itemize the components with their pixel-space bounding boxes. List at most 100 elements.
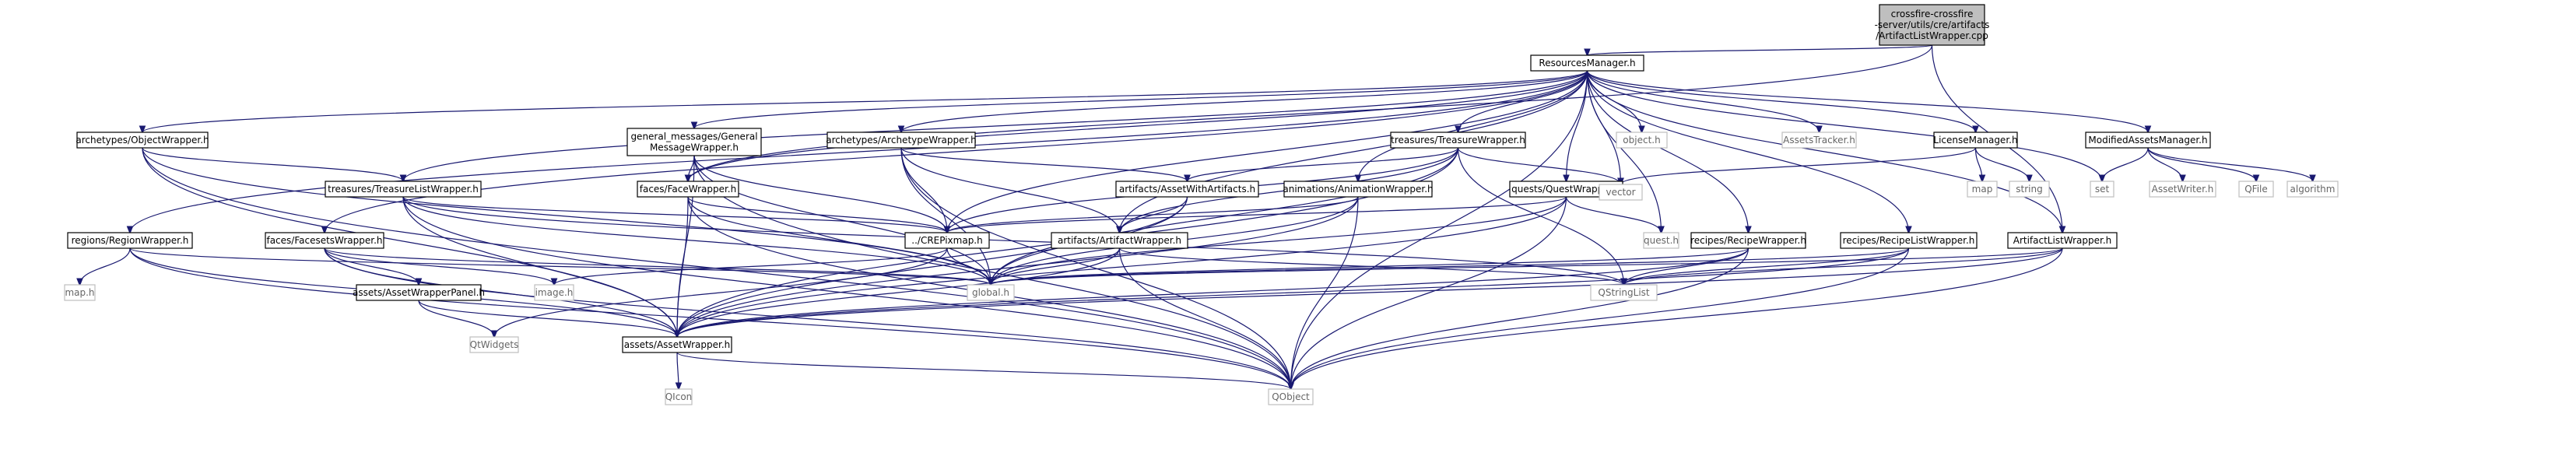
node-arw[interactable]: archetypes/ArchetypeWrapper.h [826,132,977,149]
node-tlw[interactable]: treasures/TreasureListWrapper.h [325,181,482,198]
edge-fw-to-cre [687,196,947,233]
edge-rm-to-lm [1586,70,1976,132]
node-label: QIcon [665,391,693,402]
edge-rcw-to-qsl [1624,247,1750,285]
node-label: AssetWriter.h [2152,184,2214,195]
edge-awr-to-qicon [677,352,679,389]
node-rlw[interactable]: recipes/RecipeListWrapper.h [1840,232,1978,249]
node-box [1530,54,1644,72]
edge-rlw-to-glob [991,247,1910,285]
node-afw[interactable]: artifacts/ArtifactWrapper.h [1051,232,1188,249]
node-label: artifacts/AssetWithArtifacts.h [1119,184,1255,195]
node-box [67,232,193,249]
edge-afw-to-awr [677,247,1121,337]
node-box [64,284,96,301]
node-box [325,181,482,198]
edge-trw-to-awa [1188,147,1459,181]
edge-tlw-to-qsl [402,196,1624,285]
node-objw[interactable]: archetypes/ObjectWrapper.h [75,132,209,149]
node-awp[interactable]: assets/AssetWrapperPanel.h [353,284,485,301]
node-box [1967,181,1998,198]
node-box [1781,132,1857,149]
node-rgw[interactable]: regions/RegionWrapper.h [67,232,193,249]
edge-arw-to-cre [900,147,947,233]
edge-alw-to-glob [991,247,2063,285]
node-objh: object.h [1616,132,1668,149]
node-box [904,232,990,249]
edge-rm-to-set [1586,70,2103,181]
node-label: QStringList [1598,287,1650,298]
node-anw[interactable]: animations/AnimationWrapper.h [1283,181,1434,198]
node-label: faces/FacesetsWrapper.h [266,235,382,246]
node-box [967,284,1015,301]
edge-rm-to-qobj [1291,70,1588,389]
node-label: -server/utils/cre/artifacts [1875,19,1990,30]
node-vec: vector [1599,184,1643,201]
edge-rm-to-mam [1586,70,2149,132]
node-box [76,132,209,149]
node-box [1643,232,1679,249]
node-label: recipes/RecipeListWrapper.h [1843,235,1975,246]
node-aw: AssetWriter.h [2149,181,2216,198]
node-box [1115,181,1259,198]
edge-rlw-to-qsl [1624,247,1910,285]
edges-layer [80,44,2313,389]
node-label: assets/AssetWrapper.h [624,339,731,350]
node-mam[interactable]: ModifiedAssetsManager.h [2085,132,2211,149]
node-box [534,284,574,301]
node-box [1390,132,1526,149]
edge-rlw-to-awr [677,247,1910,337]
node-awa[interactable]: artifacts/AssetWithArtifacts.h [1115,181,1259,198]
node-cre[interactable]: ../CREPixmap.h [904,232,990,249]
node-label: ModifiedAssetsManager.h [2088,135,2207,146]
node-label: archetypes/ObjectWrapper.h [75,135,209,146]
edge-lm-to-map [1974,147,1983,181]
node-box [469,336,519,353]
node-box [826,132,976,149]
edge-fsw-to-awp [324,247,419,285]
node-box [1690,232,1806,249]
edge-lm-to-vec [1621,147,1977,184]
node-label: /ArtifactListWrapper.cpp [1876,30,1988,41]
edge-awp-to-qtw [418,300,494,337]
edge-arw-to-afw [900,147,1120,233]
node-box [1268,388,1314,405]
edge-gmw-to-qobj [693,155,1291,389]
edge-alw-to-qsl [1624,247,2063,285]
node-label: ArtifactListWrapper.h [2013,235,2112,246]
edge-rm-to-fw [688,70,1588,181]
node-box [665,388,693,405]
node-label: QtWidgets [470,339,519,350]
node-label: string [2016,184,2042,195]
node-qw[interactable]: quests/QuestWrapper.h [1509,181,1623,198]
node-trw[interactable]: treasures/TreasureWrapper.h [1390,132,1526,149]
edge-qw-to-quest [1565,196,1662,233]
node-label: global.h [972,287,1009,298]
edge-rm-to-rcw [1586,70,1749,233]
node-box [2090,181,2114,198]
node-label: quests/QuestWrapper.h [1511,184,1621,195]
edge-rm-to-fsw [325,70,1588,233]
node-fw[interactable]: faces/FaceWrapper.h [637,181,739,198]
node-label: map [1972,184,1993,195]
node-label: QObject [1272,391,1310,402]
edge-rm-to-anw [1358,70,1588,181]
node-alw[interactable]: ArtifactListWrapper.h [2007,232,2118,249]
node-label: recipes/RecipeWrapper.h [1690,235,1806,246]
edge-rgw-to-maph [80,247,131,285]
node-label: ../CREPixmap.h [911,235,982,246]
node-rcw[interactable]: recipes/RecipeWrapper.h [1690,232,1806,249]
node-fsw[interactable]: faces/FacesetsWrapper.h [265,232,384,249]
node-box [2085,132,2211,149]
node-box [1879,4,1985,46]
node-awr[interactable]: assets/AssetWrapper.h [622,336,732,353]
edge-root-to-rm [1588,44,1933,55]
node-rm[interactable]: ResourcesManager.h [1530,54,1644,72]
node-label: AssetsTracker.h [1783,135,1855,146]
edge-rm-to-at [1586,70,1820,132]
node-box [626,128,762,156]
edge-tlw-to-qobj [402,196,1291,389]
node-lm[interactable]: LicenseManager.h [1933,132,2018,149]
node-qsl: QStringList [1590,284,1658,301]
